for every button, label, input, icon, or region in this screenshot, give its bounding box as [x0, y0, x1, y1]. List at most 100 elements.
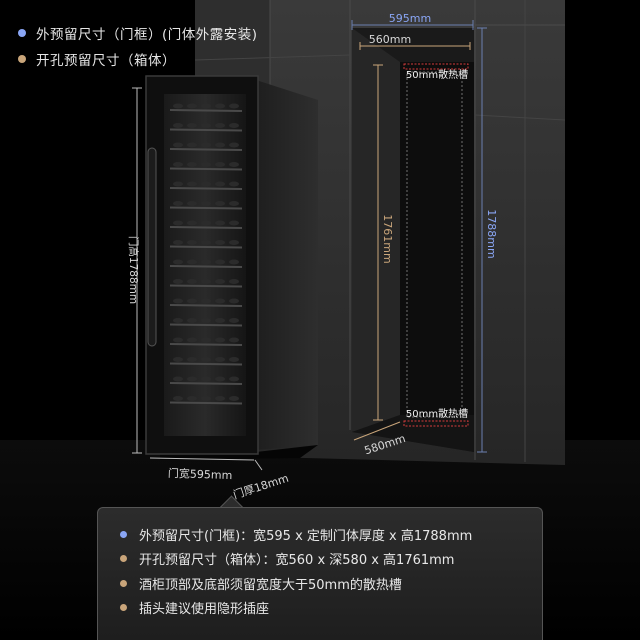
wine-shelf — [169, 109, 243, 112]
tan-dot-icon — [120, 555, 127, 563]
wine-bottle — [187, 279, 197, 284]
wine-bottle — [201, 376, 211, 382]
wine-bottle — [215, 181, 225, 187]
wine-bottle — [201, 298, 211, 304]
height-1761-label: 1761mm — [381, 214, 394, 263]
wine-bottle — [187, 142, 197, 148]
wine-bottle — [215, 298, 225, 304]
wine-bottle — [187, 337, 197, 343]
wine-bottle — [173, 240, 183, 245]
legend-label: 开孔预留尺寸（箱体） — [36, 53, 176, 69]
spec-text: 酒柜顶部及底部须留宽度大于50mm的散热槽 — [139, 577, 402, 593]
wine-bottle — [173, 376, 183, 382]
spec-item: 开孔预留尺寸（箱体）：宽560 x 深580 x 高1761mm — [120, 547, 542, 572]
wine-bottle — [229, 279, 239, 284]
wine-bottle — [201, 396, 211, 401]
wine-bottle — [187, 376, 197, 382]
cabinet-side-panel — [256, 80, 318, 450]
wine-bottle — [173, 220, 183, 226]
wine-bottle — [173, 123, 183, 128]
wine-bottle — [187, 181, 197, 187]
wine-bottle — [215, 357, 225, 362]
wine-bottle — [173, 142, 183, 148]
wine-bottle — [215, 376, 225, 382]
spec-item: 外预留尺寸(门框)：宽595 x 定制门体厚度 x 高1788mm — [120, 522, 542, 547]
width-595-label: 595mm — [389, 12, 431, 25]
wine-bottle — [229, 123, 239, 128]
wine-bottle — [187, 318, 197, 323]
blue-dot-icon — [18, 29, 26, 37]
wine-shelf — [169, 343, 243, 346]
wine-bottle — [173, 298, 183, 304]
wine-shelf — [169, 245, 243, 249]
wine-bottle — [215, 220, 225, 226]
wine-shelf — [169, 265, 243, 268]
wine-bottle — [229, 396, 239, 401]
door-width-dim-line — [149, 457, 255, 461]
wine-bottle — [215, 201, 225, 206]
wine-shelf — [169, 401, 243, 405]
wine-bottle — [201, 259, 211, 265]
wine-bottle — [201, 240, 211, 245]
door-height-label: 门高1788mm — [127, 236, 140, 304]
wine-bottle — [187, 220, 197, 226]
wine-bottle — [229, 240, 239, 245]
bottom-vent-label: 50mm散热槽 — [406, 407, 468, 420]
wine-shelf — [169, 128, 243, 132]
spec-item: 插头建议使用隐形插座 — [120, 596, 542, 621]
wine-shelf — [169, 148, 243, 151]
depth-580-dim-line — [353, 421, 401, 441]
wine-bottle — [201, 123, 211, 128]
top-vent-label: 50mm散热槽 — [406, 68, 468, 81]
wine-bottle — [187, 162, 197, 167]
wine-bottle — [215, 318, 225, 323]
shelf-line — [474, 114, 566, 121]
door-width-label: 门宽595mm — [168, 466, 233, 482]
tan-dot-icon — [120, 579, 127, 587]
wine-bottle — [201, 181, 211, 187]
wine-bottle — [173, 162, 183, 167]
wine-bottle — [215, 162, 225, 167]
wine-bottle — [229, 298, 239, 304]
wine-bottle — [173, 318, 183, 323]
wine-bottle — [229, 376, 239, 382]
wine-bottle — [229, 318, 239, 323]
legend-item-frame: 外预留尺寸（门框）(门体外露安装) — [18, 20, 258, 46]
wine-bottle — [173, 259, 183, 265]
wine-bottle — [173, 279, 183, 284]
cavity-floor — [352, 415, 474, 452]
wine-bottle — [201, 337, 211, 343]
wine-bottle — [173, 201, 183, 206]
wine-bottle — [229, 201, 239, 206]
legend: 外预留尺寸（门框）(门体外露安装) 开孔预留尺寸（箱体） — [18, 20, 258, 72]
door-handle — [147, 147, 157, 347]
tan-dot-icon — [120, 604, 127, 612]
wine-shelf — [169, 206, 243, 210]
top-vent-mark — [403, 63, 469, 70]
spec-panel: 外预留尺寸(门框)：宽595 x 定制门体厚度 x 高1788mm 开孔预留尺寸… — [97, 507, 543, 640]
wine-bottle — [215, 142, 225, 148]
wine-bottle — [187, 240, 197, 245]
spec-text: 开孔预留尺寸（箱体）：宽560 x 深580 x 高1761mm — [139, 553, 455, 569]
wine-shelf — [169, 167, 243, 171]
wine-bottle — [173, 396, 183, 401]
wine-bottle — [173, 337, 183, 343]
wine-bottle — [201, 201, 211, 206]
wine-bottle — [187, 357, 197, 362]
cavity-back — [400, 62, 474, 415]
wine-bottle — [201, 318, 211, 323]
spec-text: 插头建议使用隐形插座 — [139, 602, 270, 618]
wine-bottle — [187, 201, 197, 206]
wine-shelf — [169, 382, 243, 385]
wine-shelf — [169, 362, 243, 366]
wine-shelf — [169, 187, 243, 190]
wine-shelves — [169, 103, 243, 405]
wine-shelf — [169, 284, 243, 288]
wine-shelf — [169, 226, 243, 229]
wine-bottle — [215, 259, 225, 265]
wine-bottle — [229, 259, 239, 265]
wine-bottle — [215, 279, 225, 284]
wine-bottle — [187, 298, 197, 304]
wine-bottle — [215, 396, 225, 401]
